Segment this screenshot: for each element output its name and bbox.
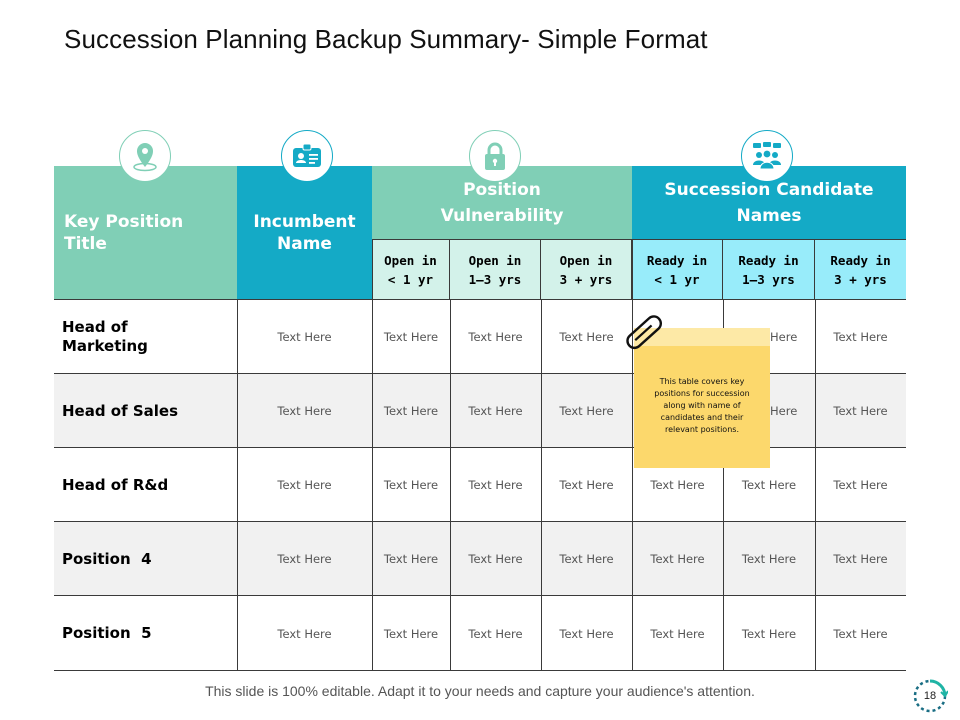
table-cell: Text Here <box>559 552 614 566</box>
header-succession-candidates-label: Succession Candidate Names <box>664 179 874 226</box>
subheader-line2: 3 + yrs <box>834 271 887 287</box>
table-cell: Text Here <box>277 329 332 344</box>
subheader-line2: 1–3 yrs <box>468 271 522 287</box>
slide-title: Succession Planning Backup Summary- Simp… <box>64 24 708 54</box>
location-pin-icon <box>119 130 171 182</box>
table-row-bg <box>54 596 906 671</box>
table-cell: Text Here <box>650 478 705 492</box>
header-key-position-title: Key Position Title <box>54 166 237 299</box>
table-cell: Text Here <box>277 626 332 641</box>
header-key-position-label: Key Position Title <box>64 211 184 254</box>
subheader-line1: Open in <box>384 252 437 268</box>
footer-text: This slide is 100% editable. Adapt it to… <box>205 683 755 699</box>
subheader-open-lt-1yr: Open in < 1 yr <box>372 239 450 299</box>
table-cell: Text Here <box>741 478 797 492</box>
table-cell: Text Here <box>559 626 614 641</box>
table-cell: Text Here <box>277 478 332 492</box>
table-cell: Text Here <box>559 478 614 492</box>
padlock-icon <box>469 130 521 182</box>
table-cell: Text Here <box>468 552 523 566</box>
sticky-note-top <box>634 328 770 346</box>
sticky-note: This table covers key positions for succ… <box>634 328 770 468</box>
people-group-icon <box>741 130 793 182</box>
row-label: Head of Sales <box>62 401 179 420</box>
subheader-open-1-3yrs: Open in 1–3 yrs <box>450 239 541 299</box>
table-row-bg <box>54 448 906 522</box>
table-cell: Text Here <box>468 329 523 344</box>
refresh-circle-icon <box>913 679 949 713</box>
header-succession-candidates: Succession Candidate Names <box>632 166 906 239</box>
grid-line <box>541 299 542 671</box>
table-cell: Text Here <box>277 552 332 566</box>
table-cell: Text Here <box>741 552 797 566</box>
table-cell: Text Here <box>383 478 439 492</box>
table-cell: Text Here <box>383 552 439 566</box>
table-cell: Text Here <box>383 404 439 418</box>
row-label: Head of R&d <box>62 475 169 494</box>
row-label: Head of Marketing <box>62 317 148 355</box>
table-cell: Text Here <box>833 552 888 566</box>
table-cell: Here <box>770 329 798 344</box>
grid-line <box>723 299 724 671</box>
grid-line <box>815 299 816 671</box>
table-row-bg <box>54 299 906 374</box>
subheader-line1: Ready in <box>738 252 799 268</box>
table-cell: Text Here <box>468 478 523 492</box>
table-cell: Text Here <box>741 626 797 641</box>
subheader-line2: 1–3 yrs <box>742 271 795 287</box>
subheader-line1: Open in <box>468 252 522 268</box>
sticky-note-body <box>634 346 770 468</box>
subheader-ready-1-3yrs: Ready in 1–3 yrs <box>723 239 815 299</box>
subheader-ready-3plus-yrs: Ready in 3 + yrs <box>815 239 906 299</box>
table-cell: Text Here <box>833 404 888 418</box>
subheader-ready-lt-1yr: Ready in < 1 yr <box>632 239 723 299</box>
id-card-icon <box>281 130 333 182</box>
subheader-line2: 3 + yrs <box>559 271 613 287</box>
row-label: Position 4 <box>62 549 152 568</box>
page-number-badge: 18 <box>912 678 949 714</box>
table-cell: Text Here <box>468 626 523 641</box>
table-cell: Text Here <box>833 626 888 641</box>
table-cell: Text Here <box>383 626 439 641</box>
table-cell: Text Here <box>277 404 332 418</box>
table-cell: Here <box>770 404 798 418</box>
subheader-line1: Ready in <box>830 252 891 268</box>
subheader-line1: Open in <box>559 252 613 268</box>
grid-line <box>450 299 451 671</box>
subheader-open-3plus-yrs: Open in 3 + yrs <box>541 239 632 299</box>
grid-line <box>237 299 238 671</box>
page-number: 18 <box>923 690 937 702</box>
grid-line <box>372 239 373 671</box>
sticky-note-text: This table covers key positions for succ… <box>654 377 750 434</box>
header-position-vulnerability-label: Position Vulnerability <box>440 179 564 226</box>
table-cell: Text Here <box>650 552 705 566</box>
grid-line <box>632 239 633 671</box>
header-incumbent-name: Incumbent Name <box>237 166 372 299</box>
table-cell: Text Here <box>833 478 888 492</box>
table-row-bg <box>54 522 906 596</box>
header-incumbent-label: Incumbent Name <box>253 211 356 254</box>
paperclip-icon <box>626 315 663 350</box>
table-cell: Text Here <box>650 626 705 641</box>
subheader-line1: Ready in <box>646 252 708 268</box>
table-cell: Text Here <box>559 329 614 344</box>
subheader-line2: < 1 yr <box>387 271 434 287</box>
table-cell: Text Here <box>383 329 439 344</box>
row-label: Position 5 <box>62 624 152 642</box>
subheader-line2: < 1 yr <box>654 271 700 287</box>
table-cell: Text Here <box>468 404 523 418</box>
table-cell: Text Here <box>559 404 614 418</box>
table-cell: Text Here <box>833 329 888 344</box>
